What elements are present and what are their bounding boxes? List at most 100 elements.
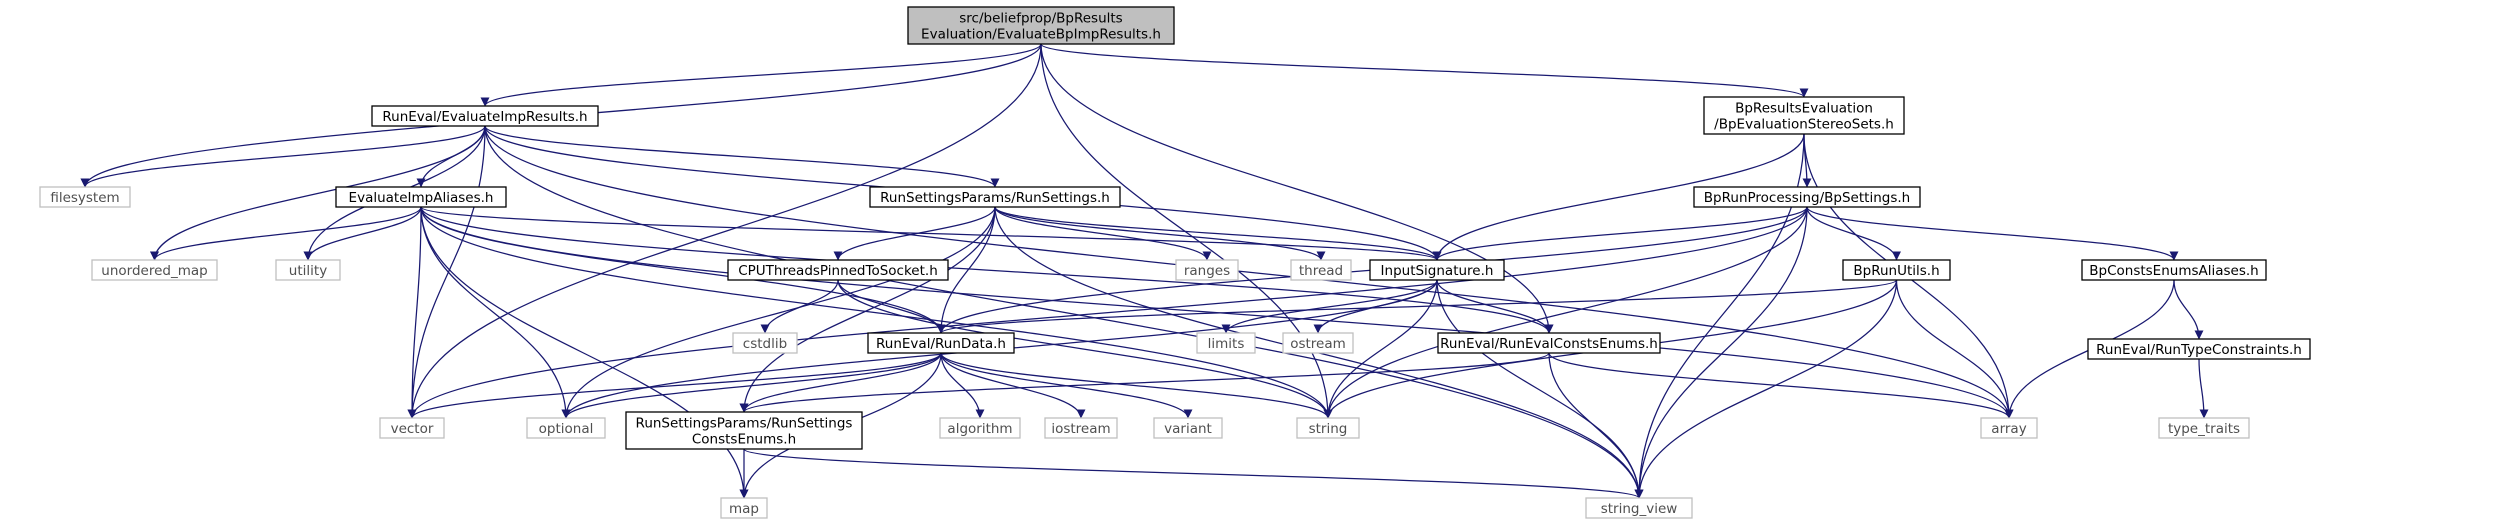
- edge-runsettings-to-runsettingsconsts: [739, 206, 996, 413]
- node-variant: variant: [1153, 417, 1223, 439]
- edge-evaluateimpaliases-to-unordered_map: [150, 206, 422, 261]
- node-bprunutils[interactable]: BpRunUtils.h: [1842, 259, 1951, 281]
- edge-root-to-evaluateimpresults: [480, 43, 1042, 107]
- edge-rundata-to-runsettingsconsts: [739, 352, 942, 413]
- node-bpconstsenums-label: BpConstsEnumsAliases.h: [2089, 263, 2259, 279]
- node-runtypeconstraints[interactable]: RunEval/RunTypeConstraints.h: [2087, 338, 2311, 360]
- node-thread-label: thread: [1299, 263, 1343, 279]
- node-bpsettings[interactable]: BpRunProcessing/BpSettings.h: [1693, 186, 1921, 208]
- node-iostream-label: iostream: [1051, 421, 1110, 437]
- node-runsettings[interactable]: RunSettingsParams/RunSettings.h: [869, 186, 1121, 208]
- node-algorithm: algorithm: [939, 417, 1021, 439]
- node-type_traits: type_traits: [2158, 417, 2250, 439]
- node-cstdlib-box: [732, 332, 798, 354]
- node-vector-label: vector: [391, 421, 434, 437]
- edge-bprunutils-to-rundata: [936, 279, 1898, 334]
- node-evaluateimpresults[interactable]: RunEval/EvaluateImpResults.h: [371, 105, 599, 127]
- node-bprunutils-box: [1842, 259, 1951, 281]
- node-string_view-label: string_view: [1601, 501, 1678, 517]
- edge-evaluateimpresults-to-runsettings: [484, 125, 1000, 188]
- node-bpevaluationstereosets[interactable]: BpResultsEvaluation/BpEvaluationStereoSe…: [1703, 96, 1905, 135]
- node-iostream: iostream: [1044, 417, 1118, 439]
- node-evaluateimpaliases-label: EvaluateImpAliases.h: [349, 190, 494, 206]
- node-array-box: [1980, 417, 2038, 439]
- node-rundata-label: RunEval/RunData.h: [876, 336, 1006, 352]
- edge-cputhreads-to-cstdlib: [760, 279, 839, 334]
- node-algorithm-label: algorithm: [947, 421, 1012, 437]
- edge-runsettings-to-ranges: [994, 206, 1212, 261]
- node-rundata[interactable]: RunEval/RunData.h: [867, 332, 1015, 354]
- edge-rundata-to-optional: [561, 352, 942, 419]
- node-cputhreads-label: CPUThreadsPinnedToSocket.h: [738, 263, 938, 279]
- edge-root-to-vector: [407, 43, 1042, 419]
- node-runsettings-box: [869, 186, 1121, 208]
- node-algorithm-box: [939, 417, 1021, 439]
- node-evaluateimpaliases-box: [335, 186, 507, 208]
- node-vector-box: [379, 417, 445, 439]
- node-layer: src/beliefprop/BpResultsEvaluation/Evalu…: [39, 6, 2311, 519]
- node-map: map: [720, 497, 768, 519]
- node-runsettingsconsts[interactable]: RunSettingsParams/RunSettingsConstsEnums…: [625, 411, 863, 450]
- node-unordered_map-label: unordered_map: [101, 263, 207, 279]
- node-unordered_map-box: [91, 259, 218, 281]
- node-ostream-box: [1282, 332, 1354, 354]
- edge-evaluateimpresults-to-string_view: [484, 125, 1644, 499]
- node-evaluateimpaliases[interactable]: EvaluateImpAliases.h: [335, 186, 507, 208]
- edge-rundata-to-algorithm: [940, 352, 985, 419]
- edge-bprunutils-to-array: [1895, 279, 2014, 419]
- node-array: array: [1980, 417, 2038, 439]
- node-runevalconsts-box: [1437, 332, 1661, 354]
- edge-bpconstsenums-to-runtypeconstraints: [2173, 279, 2204, 340]
- node-runsettingsconsts-label: RunSettingsParams/RunSettings: [636, 416, 853, 432]
- edge-bpsettings-to-bpconstsenums: [1806, 206, 2179, 261]
- node-bpconstsenums[interactable]: BpConstsEnumsAliases.h: [2081, 259, 2267, 281]
- node-string: string: [1296, 417, 1360, 439]
- node-runsettings-label: RunSettingsParams/RunSettings.h: [880, 190, 1110, 206]
- node-cstdlib: cstdlib: [732, 332, 798, 354]
- node-cstdlib-label: cstdlib: [743, 336, 787, 352]
- node-utility: utility: [275, 259, 341, 281]
- edge-evaluateimpresults-to-filesystem: [80, 125, 486, 188]
- node-runsettingsconsts-label: ConstsEnums.h: [692, 432, 796, 448]
- node-string_view: string_view: [1585, 497, 1693, 519]
- node-optional: optional: [526, 417, 606, 439]
- node-bpsettings-box: [1693, 186, 1921, 208]
- node-filesystem-label: filesystem: [50, 190, 119, 206]
- edge-runevalconsts-to-string_view: [1548, 352, 1644, 499]
- node-limits-label: limits: [1208, 336, 1245, 352]
- node-inputsignature[interactable]: InputSignature.h: [1369, 259, 1505, 281]
- edge-runevalconsts-to-runsettingsconsts: [739, 352, 1550, 413]
- node-bprunutils-label: BpRunUtils.h: [1853, 263, 1939, 279]
- edge-rundata-to-string: [940, 352, 1333, 419]
- node-map-label: map: [729, 501, 759, 517]
- edge-bpevaluationstereosets-to-inputsignature: [1432, 133, 1805, 261]
- node-thread-box: [1290, 259, 1352, 281]
- edge-bpsettings-to-bprunutils: [1806, 206, 1901, 261]
- node-filesystem-box: [39, 186, 131, 208]
- node-bpevaluationstereosets-label: /BpEvaluationStereoSets.h: [1714, 117, 1894, 133]
- node-runevalconsts[interactable]: RunEval/RunEvalConstsEnums.h: [1437, 332, 1661, 354]
- node-inputsignature-box: [1369, 259, 1505, 281]
- edge-runsettings-to-inputsignature: [994, 206, 1442, 261]
- node-bpevaluationstereosets-label: BpResultsEvaluation: [1735, 101, 1873, 117]
- node-vector: vector: [379, 417, 445, 439]
- edge-evaluateimpaliases-to-utility: [303, 206, 422, 261]
- node-bpevaluationstereosets-box: [1703, 96, 1905, 135]
- node-thread: thread: [1290, 259, 1352, 281]
- edge-rundata-to-vector: [407, 352, 942, 419]
- edge-inputsignature-to-runevalconsts: [1436, 279, 1554, 334]
- node-array-label: array: [1991, 421, 2026, 437]
- node-unordered_map: unordered_map: [91, 259, 218, 281]
- node-utility-label: utility: [289, 263, 327, 279]
- node-cputhreads[interactable]: CPUThreadsPinnedToSocket.h: [727, 259, 949, 281]
- node-evaluateimpresults-label: RunEval/EvaluateImpResults.h: [382, 109, 587, 125]
- edge-evaluateimpresults-to-unordered_map: [150, 125, 486, 261]
- node-runsettingsconsts-box: [625, 411, 863, 450]
- node-ranges-box: [1175, 259, 1239, 281]
- node-root[interactable]: src/beliefprop/BpResultsEvaluation/Evalu…: [907, 6, 1175, 45]
- node-runtypeconstraints-label: RunEval/RunTypeConstraints.h: [2096, 342, 2302, 358]
- node-bpsettings-label: BpRunProcessing/BpSettings.h: [1704, 190, 1910, 206]
- node-string-box: [1296, 417, 1360, 439]
- edge-runsettings-to-optional: [561, 206, 996, 419]
